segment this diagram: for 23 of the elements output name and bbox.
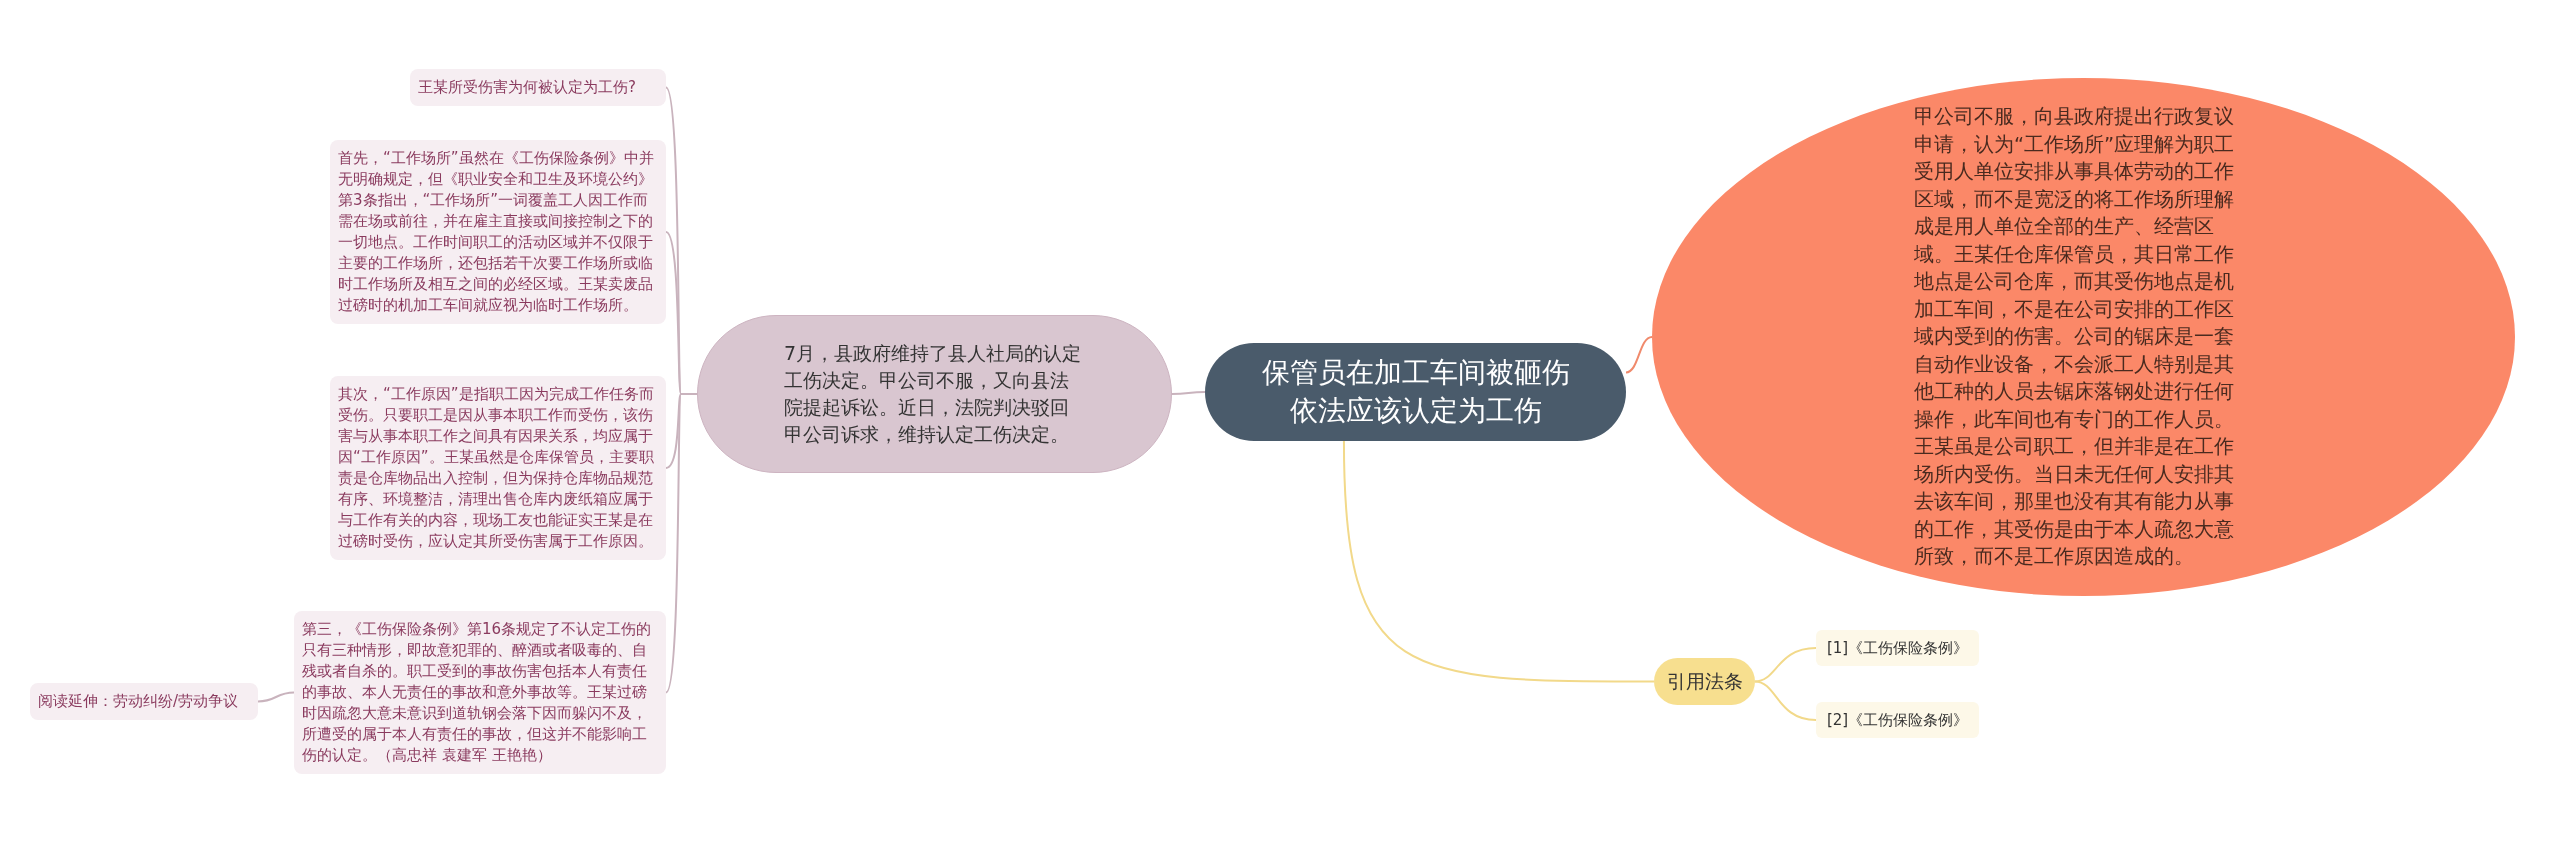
connector-line — [257, 691, 295, 703]
reference-tag — [1816, 630, 1979, 666]
connector-line — [1625, 336, 1653, 374]
connector-line — [1342, 440, 1655, 683]
connector-line — [665, 393, 698, 694]
node-text: 甲公司不服，向县政府提出行政复议申请，认为“工作场所”应理解为职工受用人单位安排从事具体劳动的工作区域，而不是宽泛的将工作场所理解成是用人单位全部的生产、经营区域。王某任仓库保管员，其日常工作地点是公司仓库，而其受伤地点是机加工车间，不是在公司安排的工作区域内受到的伤害。公司的锯床是一套自动作业设备，不会派工人特别是其他工种的人员去锯床落钢处进行任何操作，此车间也有专门的工作人员。王某虽是公司职工，但并非是在工作场所内受伤。当日未无任何人安排其去该车间，那里也没有其有能力从事的工作，其受伤是由于本人疏忽大意所致，而不是工作原因造成的。 — [1914, 104, 2236, 571]
node-text: 7月，县政府维持了县人社局的认定工伤决定。甲公司不服，又向县法院提起诉讼。近日，法院判决驳回甲公司诉求，维持认定工伤决定。 — [784, 341, 1083, 447]
node-text: 王某所受伤害为何被认定为工伤? — [418, 77, 636, 98]
node-text: 第三，《工伤保险条例》第16条规定了不认定工伤的只有三种情形，即故意犯罪的、醉酒或者吸毒的、自残或者自杀的。职工受到的事故伤害包括本人有责任的事故、本人无责任的事故和意外事故等。王某过磅时因疏忽大意未意识到道轨钢会落下因而躲闪不及，所遭受的属于本人有责任的事故，但这并不能影响工伤的认定。（高忠祥 袁建军 王艳艳） — [302, 619, 653, 766]
topic-pill — [1654, 658, 1755, 705]
note-card — [410, 69, 666, 106]
note-card — [30, 683, 258, 720]
reference-tag — [1816, 702, 1979, 738]
node-text: 引用法条 — [1666, 669, 1743, 695]
node-text: 首先，“工作场所”虽然在《工伤保险条例》中并无明确规定，但《职业安全和卫生及环境公约》第3条指出，“工作场所”一词覆盖工人因工作而需在场或前往，并在雇主直接或间接控制之下的一切地点。工作时间职工的活动区域并不仅限于主要的工作场所，还包括若干次要工作场所或临时工作场所及相互之间的必经区域。王某卖废品过磅时的机加工车间就应视为临时工作场所。 — [338, 148, 655, 316]
connector-line — [1171, 391, 1206, 395]
node-text: 保管员在加工车间被砸伤依法应该认定为工伤 — [1260, 355, 1571, 429]
node-text: [1]《工伤保险条例》 — [1826, 637, 1969, 659]
connector-line — [1754, 647, 1817, 683]
connector-line — [1754, 680, 1817, 721]
node-text: 其次，“工作原因”是指职工因为完成工作任务而受伤。只要职工是因从事本职工作而受伤，该伤害与从事本职工作之间具有因果关系，均应属于因“工作原因”。王某虽然是仓库保管员，主要职责是仓库物品出入控制，但为保持仓库物品规范有序、环境整洁，清理出售仓库内废纸箱应属于与工作有关的内容，现场工友也能证实王某是在过磅时受伤，应认定其所受伤害属于工作原因。 — [338, 384, 655, 552]
node-text: 阅读延伸：劳动纠纷/劳动争议 — [38, 691, 239, 712]
node-text: [2]《工伤保险条例》 — [1826, 709, 1969, 731]
